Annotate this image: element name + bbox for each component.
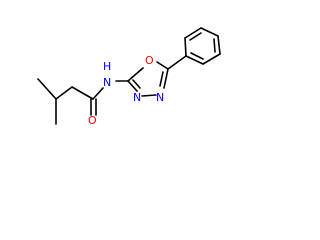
bond-ph-inner-1 xyxy=(189,32,202,41)
bond-n3-c2-inner xyxy=(132,79,141,89)
bond-carbonyl-nh xyxy=(92,87,104,100)
ring-nitrogen-1-label: N xyxy=(133,91,141,104)
bond-o1-c5 xyxy=(156,61,169,70)
bond-ch-ch2 xyxy=(55,86,73,100)
bond-ph-inner-2 xyxy=(213,38,216,53)
bond-n4-n3 xyxy=(141,94,157,97)
bond-ph-inner-3 xyxy=(190,52,204,60)
bond-ph-5 xyxy=(202,53,221,65)
bond-ph-2 xyxy=(184,27,202,39)
bond-c2-o1 xyxy=(127,67,144,82)
bond-ring-phenyl xyxy=(167,55,187,70)
bond-methyl-1 xyxy=(37,78,57,100)
ring-oxygen-label: O xyxy=(145,54,154,67)
bond-c5-n4 xyxy=(163,68,169,89)
ring-nitrogen-2-label: N xyxy=(156,91,164,104)
amide-oxygen-label: O xyxy=(88,114,97,127)
chemical-structure: O H N O N N xyxy=(37,27,221,127)
bond-c5-n4-inner xyxy=(159,71,164,87)
bond-ph-4 xyxy=(217,35,221,55)
bond-ch2-carbonyl xyxy=(71,86,94,100)
bond-ph-1 xyxy=(184,37,187,57)
bond-ph-6 xyxy=(185,55,204,65)
bond-n3-c2 xyxy=(127,80,138,92)
amide-nh-h-label: H xyxy=(103,60,111,73)
bond-ph-3 xyxy=(200,27,219,37)
amide-nh-n-label: N xyxy=(103,76,111,89)
